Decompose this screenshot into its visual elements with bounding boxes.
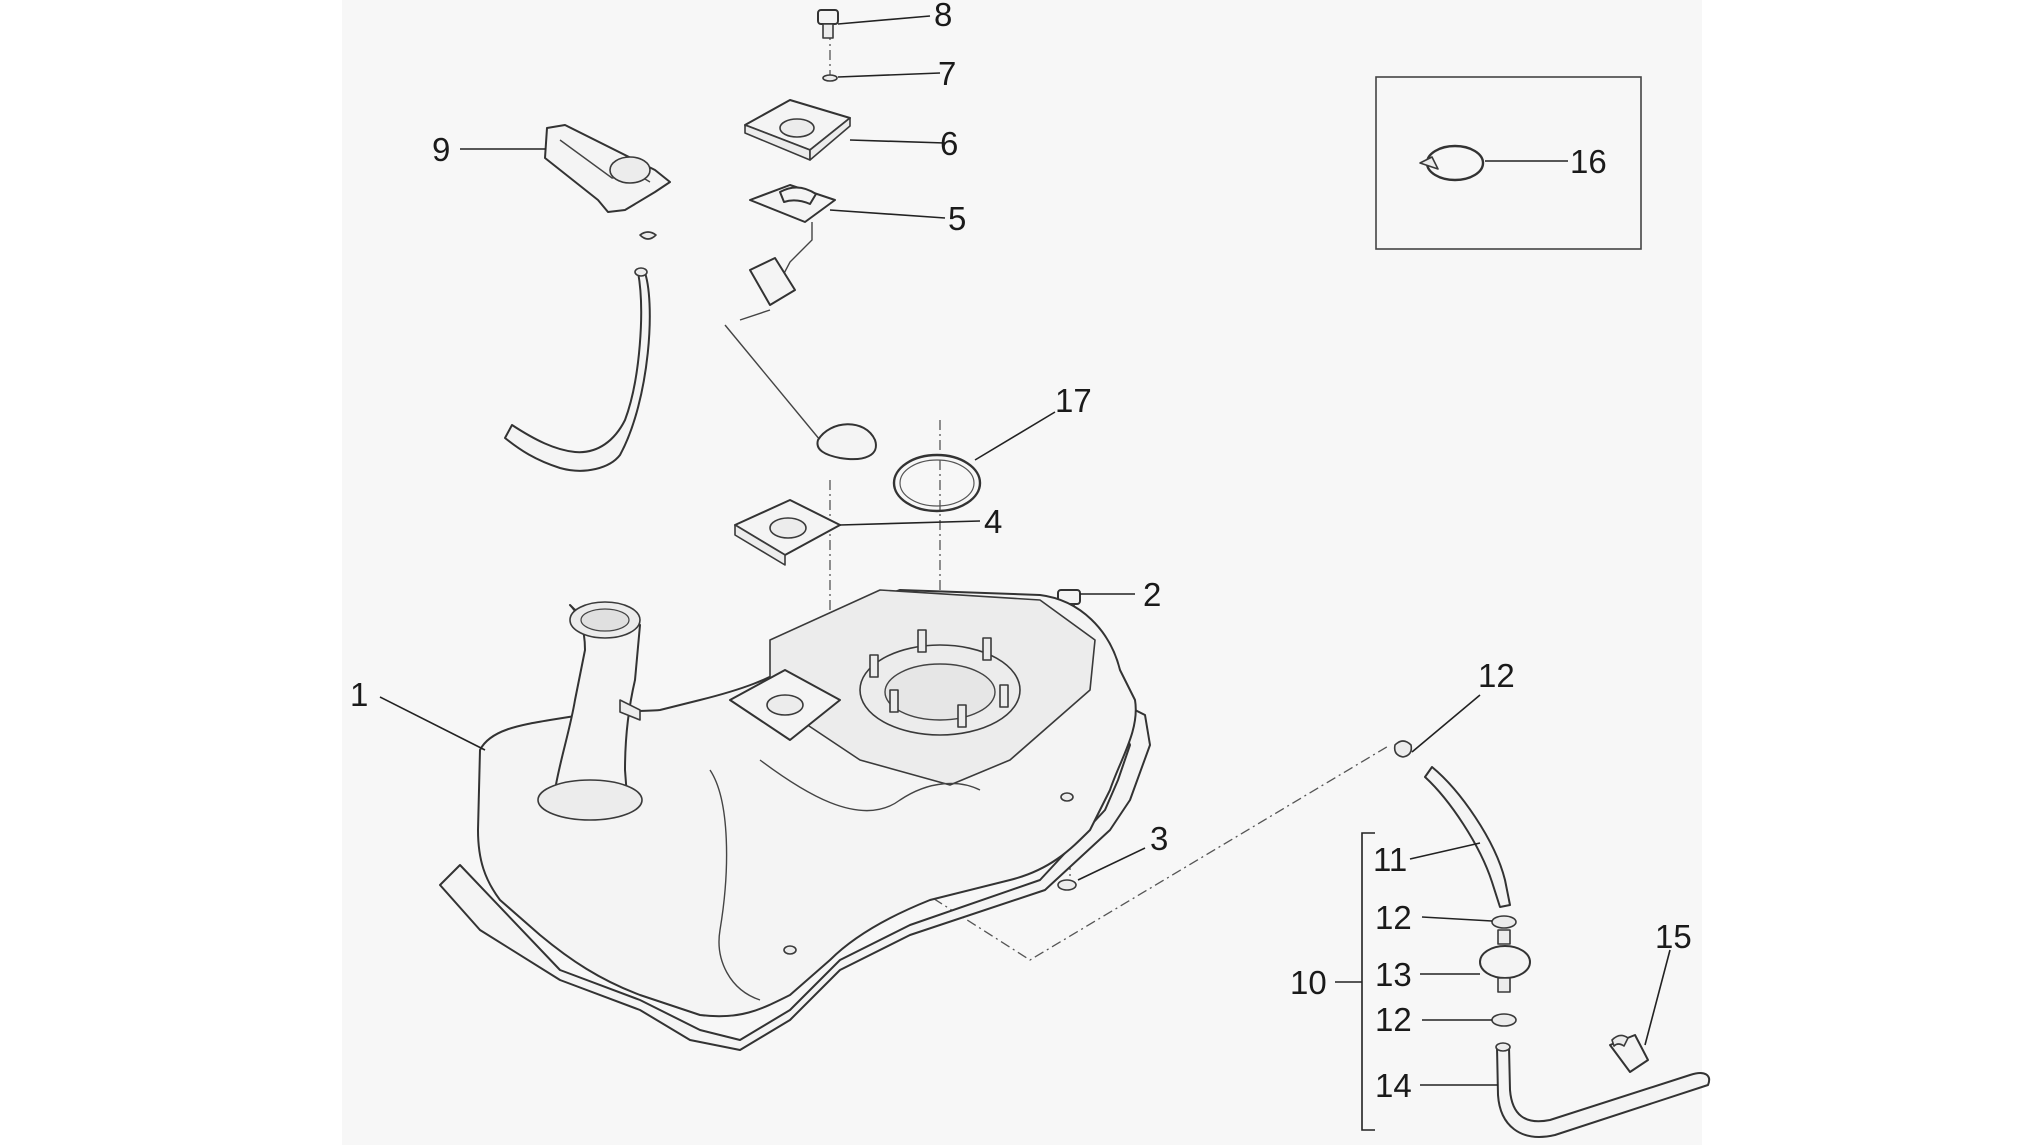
float-arm — [724, 324, 821, 441]
leader-6 — [849, 139, 946, 144]
part-4-gasket — [734, 499, 841, 566]
callout-8: 8 — [934, 0, 952, 33]
part-1-fuel-tank — [439, 589, 1151, 1051]
sender-cap — [779, 186, 817, 205]
callout-12-lower: 12 — [1375, 1001, 1412, 1038]
hose-14-end — [1495, 1042, 1511, 1052]
leader-12b — [1421, 916, 1493, 922]
valve-nipple-top — [1497, 929, 1511, 945]
leader-lines — [379, 15, 1671, 1086]
callout-7: 7 — [938, 55, 956, 92]
callout-15: 15 — [1655, 918, 1692, 955]
part-15-clip — [1609, 1034, 1649, 1073]
leader-17 — [974, 411, 1056, 461]
clip-12-mid — [1491, 915, 1517, 929]
part-16-frame — [1375, 76, 1642, 250]
leader-4 — [839, 520, 981, 526]
drain-hose — [504, 269, 651, 472]
stud-3 — [999, 684, 1009, 708]
part-17-o-ring — [892, 453, 982, 513]
filler-mouth-inner — [580, 608, 630, 632]
hose-11 — [1424, 766, 1511, 908]
part-6-flange — [744, 99, 851, 161]
clip-12-top — [1393, 740, 1413, 758]
sender-seat-hole — [766, 694, 804, 716]
flange-edge-right — [809, 117, 851, 161]
callout-labels: 1 2 3 4 5 6 7 8 9 10 11 12 12 12 13 14 1… — [350, 0, 1692, 1104]
surround-body — [544, 124, 671, 213]
leader-8 — [837, 15, 931, 25]
callout-12-mid: 12 — [1375, 899, 1412, 936]
hose-14 — [1496, 1046, 1710, 1138]
stud-2 — [982, 637, 992, 661]
stud-4 — [957, 704, 967, 728]
nut — [1057, 879, 1077, 891]
stud-1 — [917, 629, 927, 653]
sender-bracket — [749, 257, 796, 306]
tank-mount-hole — [1060, 792, 1074, 802]
clip-15-tab — [1611, 1034, 1629, 1047]
callout-9: 9 — [432, 131, 450, 168]
o-ring-inner — [899, 459, 975, 507]
hose-end — [634, 267, 648, 277]
part-16-hose-clamp — [1375, 76, 1642, 250]
tank-flange-hole — [783, 945, 797, 955]
washer — [822, 74, 838, 82]
callout-11: 11 — [1373, 841, 1407, 878]
small-clip — [639, 231, 657, 240]
tank-contour-1 — [709, 769, 761, 1001]
valve-body — [1479, 945, 1531, 979]
gasket-hole — [769, 517, 807, 539]
callout-5: 5 — [948, 200, 966, 237]
screw-head — [817, 9, 839, 25]
part-5-level-sender — [724, 184, 877, 460]
callout-6: 6 — [940, 125, 958, 162]
leader-11 — [1409, 842, 1481, 860]
pump-opening — [884, 663, 996, 721]
part-7-washer — [822, 74, 838, 82]
callout-3: 3 — [1150, 820, 1168, 857]
axis-vent-hose — [629, 704, 1391, 961]
callout-16: 16 — [1570, 143, 1607, 180]
callout-12-top: 12 — [1478, 657, 1515, 694]
callout-17: 17 — [1055, 382, 1092, 419]
leader-15 — [1644, 949, 1671, 1046]
leader-7 — [837, 72, 941, 78]
callout-14: 14 — [1375, 1067, 1412, 1104]
valve-nipple-bottom — [1497, 977, 1511, 993]
o-ring-outer — [892, 453, 982, 513]
callout-4: 4 — [984, 503, 1002, 540]
leader-1 — [379, 696, 486, 751]
clamp-ear — [1419, 156, 1439, 170]
callout-13: 13 — [1375, 956, 1412, 993]
surround-opening — [609, 156, 651, 184]
leader-3 — [1077, 847, 1146, 881]
stud-5 — [889, 689, 899, 713]
tank-contour-2 — [759, 759, 981, 812]
callout-2: 2 — [1143, 576, 1161, 613]
part-10-vent-assembly — [1361, 740, 1710, 1138]
leader-12a — [1411, 694, 1481, 753]
stud-6 — [869, 654, 879, 678]
sender-arm-upper — [739, 309, 771, 321]
filler-base-ring — [537, 779, 643, 821]
vent-nipple — [619, 699, 641, 721]
part-3-nut — [1057, 879, 1077, 891]
flange-hole — [779, 118, 815, 138]
leader-5 — [829, 209, 946, 219]
float — [816, 423, 877, 460]
screw-shank — [822, 23, 834, 39]
callout-1: 1 — [350, 676, 368, 713]
clip-12-lower — [1491, 1013, 1517, 1027]
callout-10: 10 — [1290, 964, 1327, 1001]
part-8-screw — [817, 9, 839, 39]
part-9-filler-surround — [504, 124, 671, 472]
gasket-edge — [734, 524, 786, 566]
